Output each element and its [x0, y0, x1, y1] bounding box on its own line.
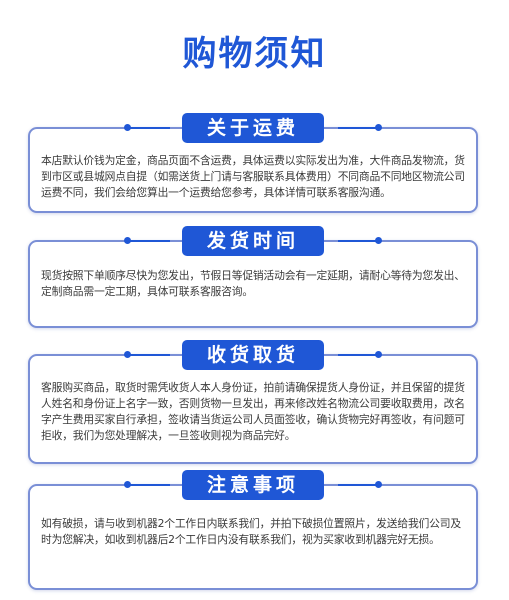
section-shipping-fee: 本店默认价钱为定金，商品页面不含运费，具体运费以实际发出为准，大件商品发物流，货… [28, 113, 478, 213]
section-heading: 关于运费 [28, 113, 476, 143]
section-receiving: 客服购买商品，取货时需凭收货人本人身份证，拍前请确保提货人身份证，并且保留的提货… [28, 340, 478, 464]
dot-icon [124, 124, 131, 131]
section-text: 现货按照下单顺序尽快为您发出，节假日等促销活动会有一定延期，请耐心等待为您发出、… [41, 269, 465, 298]
section-text: 本店默认价钱为定金，商品页面不含运费，具体运费以实际发出为准，大件商品发物流，货… [41, 154, 465, 199]
section-heading: 收货取货 [28, 340, 476, 370]
section-delivery-time: 现货按照下单顺序尽快为您发出，节假日等促销活动会有一定延期，请耐心等待为您发出、… [28, 226, 478, 328]
section-heading: 注意事项 [28, 470, 476, 500]
heading-line-right [338, 351, 382, 358]
dot-icon [124, 351, 131, 358]
section-notes: 如有破损，请与收到机器2个工作日内联系我们，并拍下破损位置照片，发送给我们公司及… [28, 470, 478, 592]
section-box: 如有破损，请与收到机器2个工作日内联系我们，并拍下破损位置照片，发送给我们公司及… [28, 484, 478, 590]
page-title: 购物须知 [182, 34, 327, 74]
heading-line-left [124, 124, 170, 131]
dot-icon [124, 481, 131, 488]
heading-line-right [338, 237, 382, 244]
heading-line-left [124, 351, 170, 358]
dot-icon [375, 481, 382, 488]
section-heading-label: 收货取货 [182, 340, 324, 370]
heading-line-right [338, 124, 382, 131]
heading-line-right [338, 481, 382, 488]
section-box: 客服购买商品，取货时需凭收货人本人身份证，拍前请确保提货人身份证，并且保留的提货… [28, 354, 478, 464]
heading-line-left [124, 237, 170, 244]
dot-icon [375, 351, 382, 358]
dot-icon [375, 237, 382, 244]
heading-line-left [124, 481, 170, 488]
section-text: 如有破损，请与收到机器2个工作日内联系我们，并拍下破损位置照片，发送给我们公司及… [41, 517, 461, 546]
dot-icon [124, 237, 131, 244]
section-heading-label: 关于运费 [182, 113, 324, 143]
section-heading-label: 注意事项 [182, 470, 324, 500]
section-heading-label: 发货时间 [182, 226, 324, 256]
section-text: 客服购买商品，取货时需凭收货人本人身份证，拍前请确保提货人身份证，并且保留的提货… [41, 381, 465, 442]
section-heading: 发货时间 [28, 226, 476, 256]
dot-icon [375, 124, 382, 131]
